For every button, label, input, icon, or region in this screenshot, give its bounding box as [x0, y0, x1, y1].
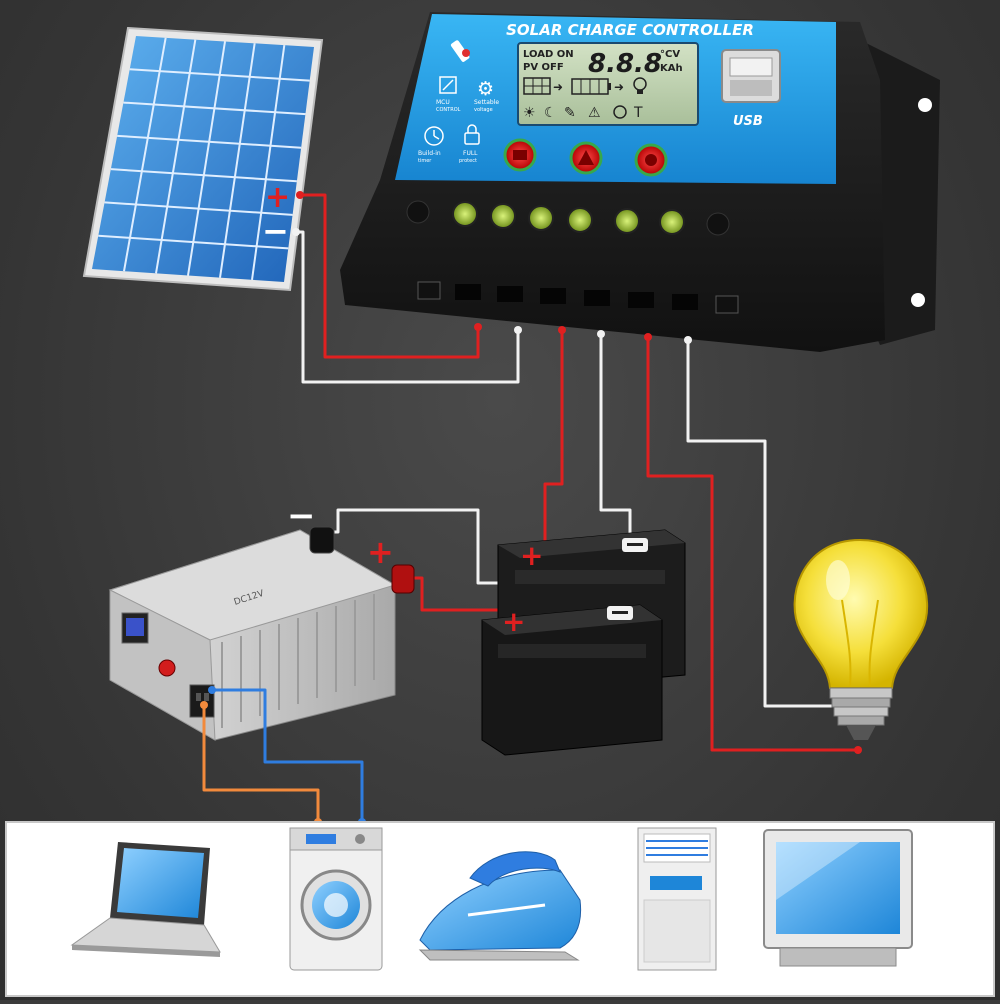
inverter-positive-post [392, 565, 414, 593]
feature-protect-sub: protect [459, 158, 477, 164]
wire-battery-negative [601, 334, 630, 540]
battery-front-positive-mark: + [502, 605, 525, 638]
washing-machine-icon [290, 828, 382, 970]
solar-negative-mark: − [262, 212, 289, 250]
feature-protect-label: FULL [463, 150, 478, 157]
usb-label: USB [733, 114, 763, 129]
mount-hole [918, 98, 932, 112]
load-button-glyph [513, 150, 527, 160]
light-bulb-icon [795, 540, 928, 740]
inverter-positive-mark: + [367, 533, 394, 571]
mount-hole [911, 293, 925, 307]
solar-panel [84, 28, 322, 290]
controller-title: SOLAR CHARGE CONTROLLER [506, 21, 754, 39]
battery-rear-negative-terminal [622, 538, 648, 552]
terminal-screw [453, 202, 477, 226]
lcd-unit-cv: °CV [660, 49, 680, 60]
gear-icon: ⚙ [477, 78, 494, 100]
feature-mcu-label: MCU [436, 99, 450, 106]
lcd-moon-icon: ☾ [544, 105, 557, 121]
air-conditioner-icon [638, 828, 716, 970]
power-inverter: DC12V − + [110, 496, 414, 740]
lcd-sun-icon: ☀ [523, 105, 536, 121]
lcd-pv-off: PV OFF [523, 62, 564, 73]
lcd-arrow-icon: ➜ [553, 80, 563, 94]
set-button-glyph [645, 154, 657, 166]
battery-bank: + + [482, 530, 685, 755]
charge-controller: SOLAR CHARGE CONTROLLER LOAD ON PV OFF 8… [340, 12, 940, 352]
lcd-load-on: LOAD ON [523, 49, 574, 60]
terminal-screw [529, 206, 553, 230]
battery-rear-positive-mark: + [520, 539, 543, 572]
appliance-strip [6, 822, 994, 996]
lcd-wrench-icon: ✎ [564, 105, 576, 121]
feature-timer-label: Build-in [418, 150, 441, 157]
inverter-power-switch[interactable] [159, 660, 175, 676]
wire-battery-positive [545, 330, 562, 545]
battery-front-negative-terminal [607, 606, 633, 620]
lcd-warning-icon: ⚠ [588, 105, 601, 121]
solar-positive-mark: + [265, 180, 290, 215]
terminal-screw [660, 210, 684, 234]
terminal-screw [615, 209, 639, 233]
terminal-screw [568, 208, 592, 232]
lcd-digits: 8.8.8 [588, 49, 662, 79]
feature-sensor-label: Settable [474, 99, 499, 106]
feature-mcu-sub: CONTROL [436, 107, 461, 113]
terminal-screw [491, 204, 515, 228]
feature-timer-sub: timer [418, 158, 432, 164]
lcd-display: LOAD ON PV OFF 8.8.8 °CV KAh ➜ ➜ [518, 43, 698, 125]
lcd-unit-kah: KAh [660, 63, 683, 74]
feature-sensor-sub: voltage [474, 107, 493, 113]
inverter-negative-mark: − [287, 496, 316, 536]
lcd-temperature-icon: T [633, 105, 643, 121]
lcd-arrow-icon: ➜ [614, 80, 624, 94]
tv-monitor-icon [764, 830, 912, 966]
